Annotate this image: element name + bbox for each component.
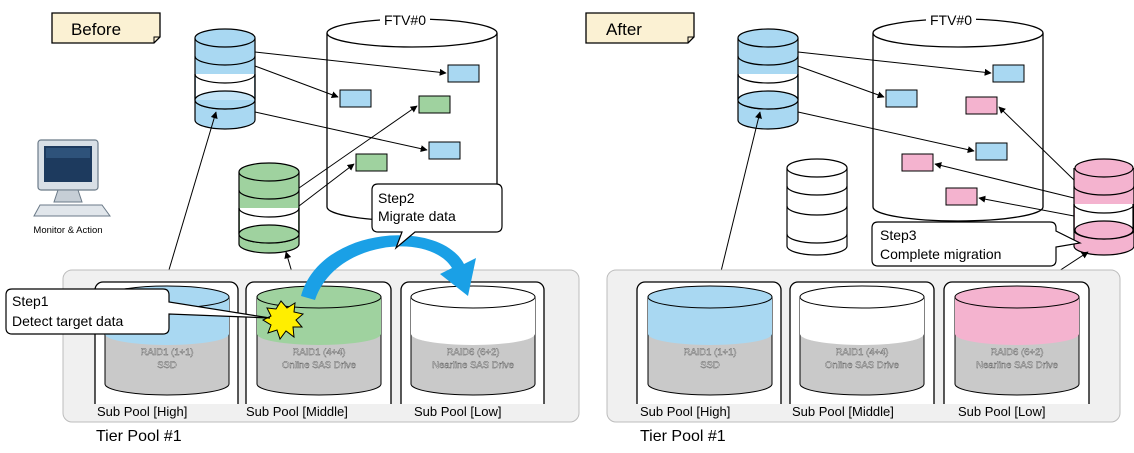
pool-drive-label: SSD xyxy=(700,360,720,371)
blue-block xyxy=(339,89,372,108)
before-tab-label: Before xyxy=(71,20,121,39)
pool-raid-label: RAID1 (4+4) xyxy=(292,347,345,358)
sub-pool-label: Sub Pool [High] xyxy=(97,404,187,419)
step1-desc: Detect target data xyxy=(12,313,124,329)
after-tab-label: After xyxy=(606,20,642,39)
sub-pool-label: Sub Pool [Middle] xyxy=(246,404,348,419)
after-tab: After xyxy=(585,12,695,44)
migrate-arrow xyxy=(301,235,476,300)
sub-pool-label: Sub Pool [Low] xyxy=(414,404,501,419)
step3-title: Step3 xyxy=(880,227,917,243)
pink-block xyxy=(945,187,978,206)
pink-block xyxy=(901,153,934,172)
ssd-data-stack xyxy=(194,28,256,130)
online-sas-data-stack xyxy=(238,162,300,254)
green-block xyxy=(418,95,451,114)
sub-pool-label: Sub Pool [Middle] xyxy=(792,404,894,419)
before-panel: Before FTV#0 xyxy=(5,12,580,445)
ftv-label: FTV#0 xyxy=(930,12,972,28)
pool-raid-label: RAID1 (1+1) xyxy=(683,347,736,358)
pink-block xyxy=(965,96,998,115)
tier-pool-label: Tier Pool #1 xyxy=(96,428,182,445)
pool-drive-label: Online SAS Drive xyxy=(282,360,356,371)
pool-raid-label: RAID1 (4+4) xyxy=(835,347,888,358)
sub-pool-label: Sub Pool [High] xyxy=(640,404,730,419)
blue-block xyxy=(447,64,480,83)
pool-drive-label: Nearline SAS Drive xyxy=(432,360,514,371)
step1-title: Step1 xyxy=(12,293,49,309)
blue-block xyxy=(885,89,918,108)
pool-raid-label: RAID6 (6+2) xyxy=(990,347,1043,358)
pool-drive-label: Online SAS Drive xyxy=(825,360,899,371)
detect-burst-icon xyxy=(261,300,305,341)
tier-pool-label: Tier Pool #1 xyxy=(640,428,726,445)
after-panel: After FTV#0 xyxy=(585,12,1134,445)
pool-drive-label: SSD xyxy=(157,360,177,371)
ssd-data-stack xyxy=(737,28,799,130)
before-pool-low: RAID6 (6+2) Nearline SAS Drive xyxy=(410,285,536,396)
pool-drive-label: Nearline SAS Drive xyxy=(976,360,1058,371)
nearline-sas-data-stack xyxy=(1073,158,1134,256)
sub-pool-label: Sub Pool [Low] xyxy=(958,404,1045,419)
after-pool-high: RAID1 (1+1) SSD xyxy=(647,285,773,396)
after-pool-low: RAID6 (6+2) Nearline SAS Drive xyxy=(954,285,1080,396)
step3-callout: Step3 Complete migration xyxy=(871,221,1082,267)
monitor-icon: Monitor & Action xyxy=(33,139,111,236)
pool-raid-label: RAID6 (6+2) xyxy=(446,347,499,358)
green-block xyxy=(355,153,388,172)
step2-callout: Step2 Migrate data xyxy=(371,183,503,250)
pool-raid-label: RAID1 (1+1) xyxy=(140,347,193,358)
mapping-arrows xyxy=(159,51,447,301)
step1-callout: Step1 Detect target data xyxy=(5,288,271,335)
step3-desc: Complete migration xyxy=(880,246,1001,262)
ftv-label: FTV#0 xyxy=(384,12,426,28)
blue-block xyxy=(992,64,1025,83)
step2-desc: Migrate data xyxy=(378,208,456,224)
after-pool-middle: RAID1 (4+4) Online SAS Drive xyxy=(799,285,925,396)
monitor-label: Monitor & Action xyxy=(33,225,102,236)
blue-block xyxy=(428,141,461,160)
online-sas-data-stack xyxy=(786,158,848,256)
step2-title: Step2 xyxy=(378,190,415,206)
blue-block xyxy=(975,142,1008,161)
before-pool-middle: RAID1 (4+4) Online SAS Drive xyxy=(256,285,382,396)
before-tab: Before xyxy=(51,12,161,44)
